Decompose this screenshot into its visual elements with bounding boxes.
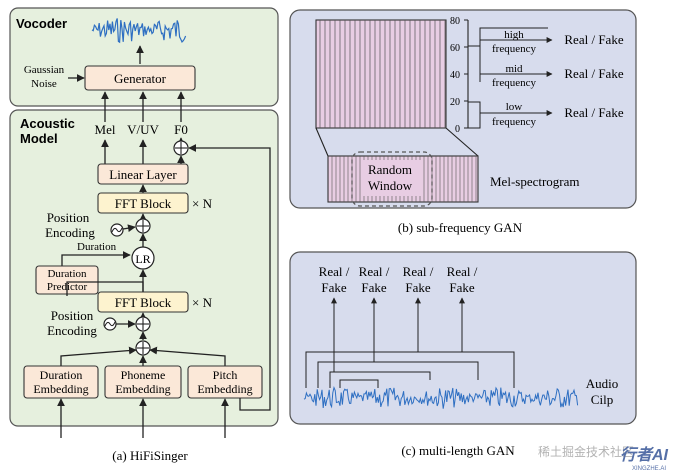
band-mid-2: frequency [492,77,536,89]
pos-enc-upper-2: Encoding [45,225,95,240]
pitch-embedding-block [187,365,263,399]
phoneme-embedding-1: Phoneme [121,368,166,382]
fft-block-lower [97,291,189,313]
phoneme-embedding-block [104,365,182,399]
fft-block-upper-label: FFT Block [115,196,172,211]
output-f0: F0 [174,122,188,137]
pos-enc-lower-1: Position [51,308,94,323]
generator-label: Generator [114,71,167,86]
random-window-box [351,151,433,207]
caption-a: (a) HiFiSinger [112,448,188,463]
duration-predictor-1: Duration [47,268,87,280]
real-fake-low: Real / Fake [564,105,623,120]
band-high-1: high [504,29,524,41]
acoustic-title-1: Acoustic [20,116,75,131]
fft-block-upper [97,192,189,214]
band-mid: mid frequency Real / Fake [479,63,624,89]
watermark: 稀土掘金技术社区 行者AI XINGZHE.AI [538,444,669,472]
vocoder-panel: Vocoder Generator Gaussian Noise [9,7,279,107]
noise-label-2: Noise [31,78,57,90]
axis-tick-label: 40 [450,70,460,81]
lr-circle [131,246,155,270]
band-high-2: frequency [492,43,536,55]
duration-embedding-1: Duration [40,368,83,382]
real-fake-high: Real / Fake [564,32,623,47]
real-fake-line2: Fake [405,280,431,295]
mel-spectrogram-label: Mel-spectrogram [490,174,580,189]
caption-c: (c) multi-length GAN [401,443,515,458]
noise-label-1: Gaussian [24,64,65,76]
output-mel: Mel [95,122,116,137]
watermark-text: 稀土掘金技术社区 [538,444,634,459]
real-fake-mid: Real / Fake [564,66,623,81]
axis-tick-label: 20 [450,97,460,108]
pos-enc-lower-2: Encoding [47,323,97,338]
random-window-2: Window [368,178,413,193]
linear-layer-label: Linear Layer [109,167,177,182]
acoustic-panel: Acoustic Model Mel V/UV F0 Linear Layer … [9,91,279,438]
spectrogram-window [315,19,447,129]
axis-tick-label: 80 [450,16,460,27]
brand-logo: 行者AI [620,446,669,464]
fft-lower-times-n: × N [192,295,213,310]
fft-upper-times-n: × N [192,196,213,211]
band-low-1: low [506,101,523,113]
real-fake-line1: Real / [319,264,350,279]
axis-tick-label: 0 [455,124,460,135]
band-low: low frequency Real / Fake [468,101,624,129]
output-vuv: V/UV [127,122,159,137]
real-fake-line1: Real / [403,264,434,279]
vocoder-title: Vocoder [16,16,67,31]
brand-sub: XINGZHE.AI [632,466,666,472]
generator-block [84,65,196,91]
duration-embedding-block [23,365,99,399]
fft-block-lower-label: FFT Block [115,295,172,310]
audio-clip-2: Cilp [591,392,613,407]
phoneme-embedding-2: Embedding [115,382,170,396]
audio-clip-1: Audio [586,376,619,391]
linear-layer-block [97,163,189,185]
band-high: high frequency Real / Fake [468,27,624,64]
real-fake-line1: Real / [447,264,478,279]
axis-tick-label: 60 [450,43,460,54]
band-mid-1: mid [505,63,523,75]
vocoder-waveform [91,18,187,44]
pitch-embedding-1: Pitch [213,368,238,382]
real-fake-line2: Fake [321,280,347,295]
random-window-1: Random [368,162,412,177]
duration-arrow-label: Duration [77,241,117,253]
pitch-embedding-2: Embedding [197,382,252,396]
real-fake-line2: Fake [361,280,387,295]
acoustic-title-2: Model [20,131,58,146]
lr-label: LR [135,252,150,266]
real-fake-line1: Real / [359,264,390,279]
caption-b: (b) sub-frequency GAN [398,220,523,235]
audio-waveform [303,385,579,409]
duration-embedding-2: Embedding [33,382,88,396]
real-fake-line2: Fake [449,280,475,295]
pos-enc-upper-1: Position [47,210,90,225]
band-low-2: frequency [492,116,536,128]
